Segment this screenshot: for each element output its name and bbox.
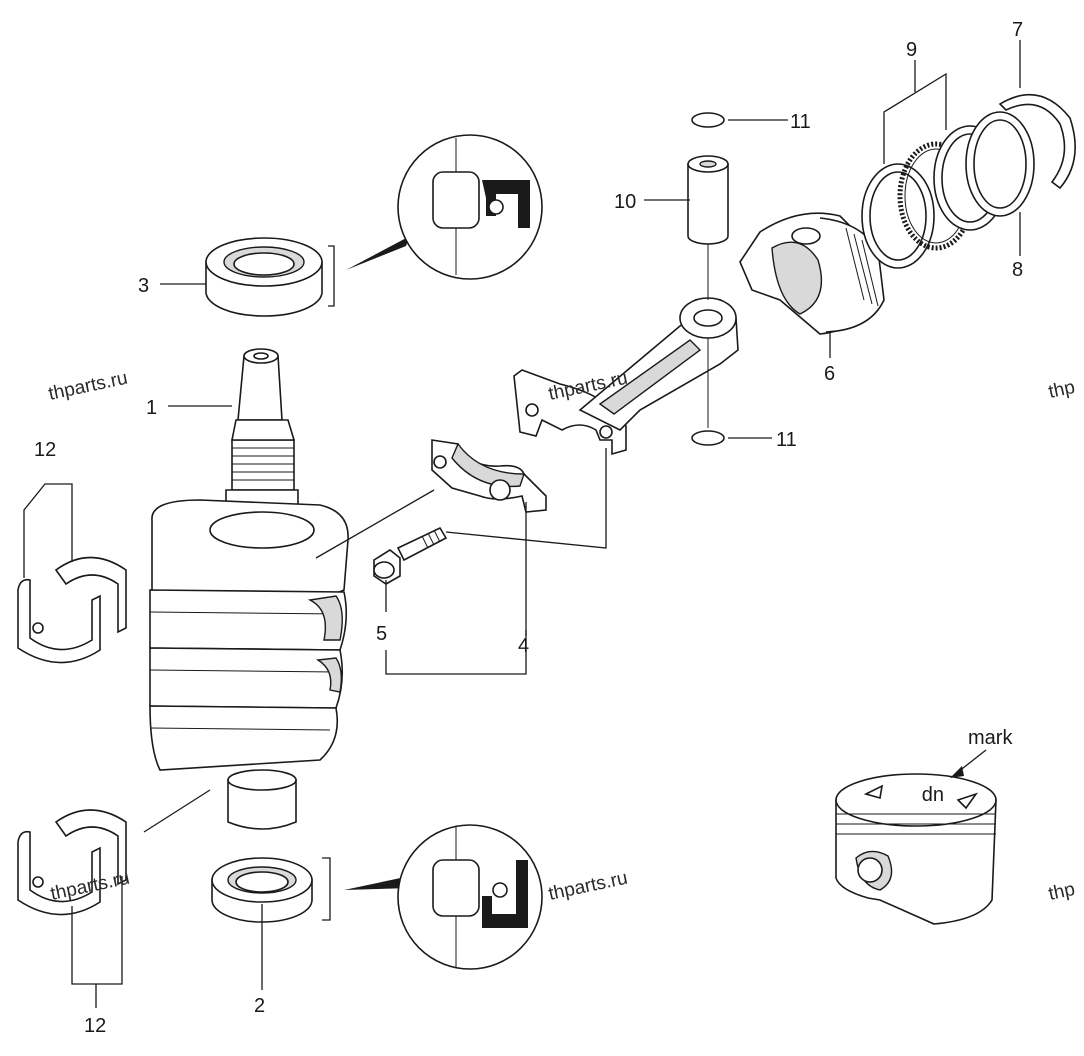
oil-seal-2 (211, 857, 313, 923)
piston-ring-8 (965, 111, 1035, 217)
connecting-rod (513, 297, 739, 456)
rod-bolt-5 (373, 526, 448, 585)
seal-3-bracket (328, 245, 335, 307)
piston-ring-7 (998, 93, 1076, 190)
piston-ring-9a (861, 163, 935, 269)
callout-7: 7 (1012, 19, 1023, 41)
piston-direction-text: up (922, 785, 944, 807)
oil-seal-3 (205, 237, 323, 317)
rod-cap-4 (431, 439, 547, 513)
callout-11-bottom: 11 (776, 429, 797, 451)
main-bearing-12-top (17, 556, 127, 664)
detail-pointer-bottom (344, 876, 410, 890)
piston-6 (739, 212, 885, 335)
callout-9: 9 (906, 39, 917, 61)
callout-5: 5 (376, 623, 387, 645)
callout-10: 10 (614, 191, 636, 213)
piston-mark-view (835, 773, 997, 925)
callout-11-top: 11 (790, 111, 811, 133)
detail-pointer-top (346, 236, 410, 270)
callout-3: 3 (138, 275, 149, 297)
callout-1: 1 (146, 397, 157, 419)
detail-circle-top (397, 134, 543, 280)
callout-2: 2 (254, 995, 265, 1017)
circlip-11-bottom (691, 430, 725, 446)
leader-lines (143, 40, 1021, 990)
crankshaft-1 (149, 348, 349, 830)
detail-circle-bottom (397, 824, 543, 970)
watermark-right-top: thp (1047, 377, 1077, 403)
callout-12-top: 12 (34, 439, 56, 461)
watermark-left: thparts.ru (47, 368, 130, 405)
bearing-12-bottom-leader (71, 876, 123, 1008)
callout-8: 8 (1012, 259, 1023, 281)
callout-mark: mark (968, 727, 1013, 749)
bearing-12-top-leader (23, 483, 73, 578)
callout-12-bottom: 12 (84, 1015, 106, 1037)
seal-2-bracket (322, 857, 331, 921)
watermark-right-bottom: thp (1047, 879, 1077, 905)
callout-6: 6 (824, 363, 835, 385)
piston-pin-10 (687, 155, 729, 245)
callout-4: 4 (518, 635, 529, 657)
watermark-bottom-center: thparts.ru (547, 868, 630, 905)
circlip-11-top (691, 112, 725, 128)
